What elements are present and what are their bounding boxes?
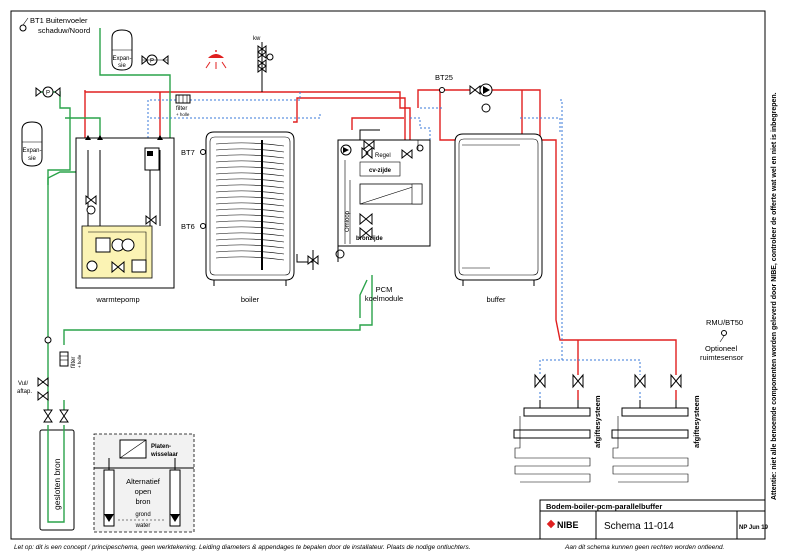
boiler-label: boiler — [241, 295, 260, 304]
warmtepomp-label: warmtepomp — [95, 295, 139, 304]
source-pipes — [40, 28, 373, 412]
bt1-label: BT1 Buitenvoeler — [30, 16, 88, 25]
bronzijde-label: bronzijde — [356, 236, 383, 242]
bt7-label: BT7 — [181, 148, 195, 157]
side-note: Attentie: niet alle benoemde componenten… — [771, 92, 778, 500]
coil-winding — [215, 232, 285, 237]
coil-winding — [215, 190, 285, 195]
room-sensor-rmu: RMU/BT50 Optioneel ruimtesensor — [700, 318, 744, 362]
alternative-open-source: Platen- wisselaar Alternatief open bron … — [93, 433, 195, 533]
shower-icon — [205, 50, 227, 69]
signal-lines — [147, 92, 641, 400]
cv-zijde-label: cv-zijde — [369, 168, 392, 174]
coil-winding — [215, 250, 285, 255]
bt1-sublabel: schaduw/Noord — [38, 26, 90, 35]
coil-winding — [215, 208, 285, 213]
filter-left-label: filter — [71, 357, 77, 368]
grond-label-1: grond — [135, 512, 150, 518]
svg-text:P: P — [150, 59, 154, 65]
kw-label: kw — [253, 36, 261, 42]
vul-label-1: Vul/ — [18, 381, 28, 387]
filter-top-label: filter — [176, 106, 187, 112]
afgifte-label-2: afgiftesysteem — [692, 395, 701, 448]
grond-label-2: water — [135, 523, 151, 529]
pcm-label-2: koelmodule — [365, 294, 403, 303]
coil-winding — [215, 166, 285, 171]
boiler-tank: BT7 BT6 boiler — [181, 131, 319, 304]
expansie-top-label-1: Expan- — [112, 56, 131, 62]
outdoor-sensor-bt1: BT1 Buitenvoeler schaduw/Noord — [19, 16, 90, 35]
buffer-tank: buffer — [454, 133, 543, 304]
omloop-label: Omloop — [345, 210, 351, 232]
expansie-left-label-1: Expan- — [22, 148, 41, 154]
platen-label-1: Platen- — [151, 444, 171, 450]
coil-winding — [215, 160, 285, 165]
alternatief-label-1: Alternatief — [126, 477, 161, 486]
expansie-top-label-2: sie — [118, 63, 126, 69]
buffer-label: buffer — [486, 295, 506, 304]
coil-winding — [215, 196, 285, 201]
fill-drain-valves: Vul/ aftap. — [17, 336, 69, 423]
drawing-frame — [10, 10, 766, 540]
expansion-vessel-top: Expan- sie — [111, 29, 133, 71]
schema-number: Schema 11-014 — [604, 521, 674, 532]
emission-system-right: afgiftesysteem — [611, 373, 701, 483]
bt25-label: BT25 — [435, 73, 453, 82]
closed-loop-borehole: gesloten bron — [39, 425, 75, 531]
expansie-left-label-2: sie — [28, 156, 36, 162]
coil-winding — [215, 202, 285, 207]
optioneel-label-2: ruimtesensor — [700, 353, 744, 362]
coil-winding — [215, 142, 285, 147]
bt25-sensor: BT25 — [435, 73, 453, 93]
bt6-label: BT6 — [181, 222, 195, 231]
coil-winding — [215, 238, 285, 243]
regel-label: Regel — [375, 153, 391, 159]
filter-top-sublabel: + holle — [176, 112, 190, 117]
alternatief-label-2: open — [135, 487, 152, 496]
gesloten-bron-label: gesloten bron — [52, 458, 62, 510]
footer-note-left: Let op: dit is een concept / principesch… — [14, 544, 471, 551]
coil-winding — [215, 148, 285, 153]
circulation-pump — [469, 83, 493, 113]
coil-winding — [215, 226, 285, 231]
coil-winding — [215, 256, 285, 261]
pcm-label-1: PCM — [376, 285, 393, 294]
filter-top: filter + holle — [175, 94, 191, 117]
coil-winding — [215, 214, 285, 219]
coil-winding — [215, 154, 285, 159]
afgifte-label-1: afgiftesysteem — [593, 395, 602, 448]
filter-left: filter + holle — [59, 351, 82, 368]
alternatief-label-3: bron — [135, 497, 150, 506]
footer-note-right: Aan dit schema kunnen geen rechten worde… — [564, 544, 725, 551]
coil-winding — [215, 178, 285, 183]
pcm-cooling-module: Regel cv-zijde bronzijde Omloop PCM koel… — [335, 139, 431, 303]
platen-label-2: wisselaar — [150, 452, 179, 458]
coil-winding — [215, 244, 285, 249]
coil-winding — [215, 220, 285, 225]
filter-left-sublabel: + holle — [77, 354, 82, 368]
rmu-label: RMU/BT50 — [706, 318, 743, 327]
brand-name: NIBE — [557, 520, 579, 530]
safety-group-top: P — [141, 54, 169, 66]
nibe-logo: NIBE — [546, 519, 579, 530]
supply-pipes — [84, 89, 677, 400]
title-block: Bodem-boiler-pcm-parallelbuffer NIBE Sch… — [539, 499, 769, 540]
emission-system-left: afgiftesysteem — [513, 373, 602, 483]
cold-water-inlet: kw — [253, 36, 274, 73]
safety-group-left: P — [35, 86, 61, 98]
coil-winding — [215, 172, 285, 177]
schema-date: NP Jun 19 — [739, 525, 769, 531]
svg-text:P: P — [46, 91, 50, 97]
boiler-coil — [215, 142, 285, 261]
schema-title: Bodem-boiler-pcm-parallelbuffer — [546, 502, 662, 511]
optioneel-label-1: Optioneel — [705, 344, 737, 353]
heat-pump-unit: warmtepomp — [75, 135, 175, 304]
vul-label-2: aftap. — [17, 389, 32, 395]
coil-winding — [215, 184, 285, 189]
expansion-vessel-left: Expan- sie — [21, 121, 43, 167]
